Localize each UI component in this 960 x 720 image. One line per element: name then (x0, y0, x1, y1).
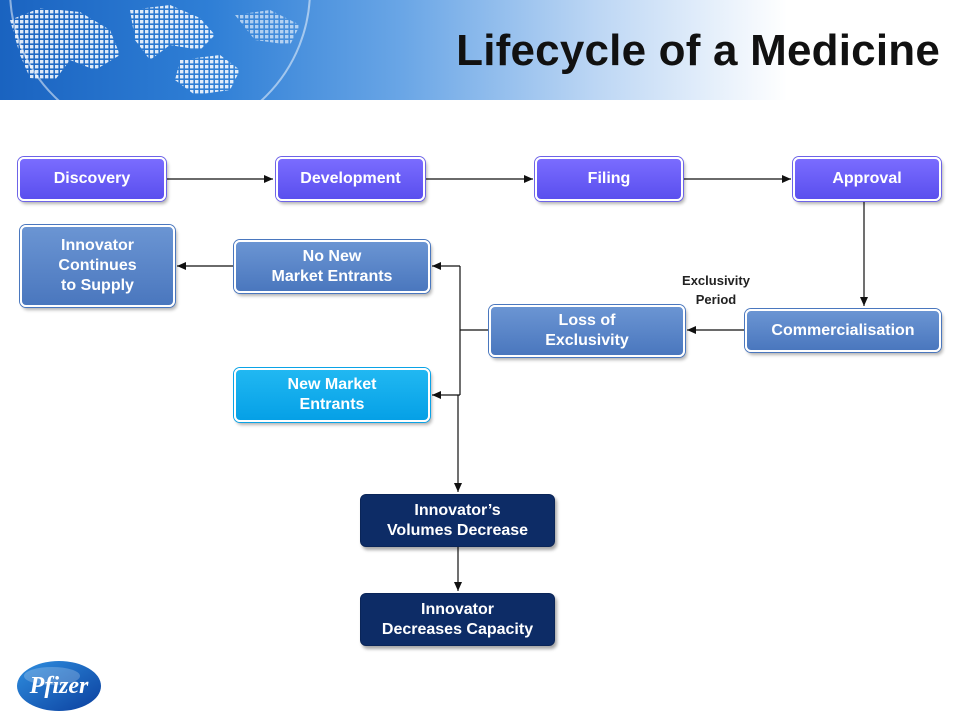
node-commercialisation: Commercialisation (745, 309, 941, 352)
node-new-market-entrants: New Market Entrants (234, 368, 430, 422)
node-volumes-decrease: Innovator’s Volumes Decrease (360, 494, 555, 547)
node-no-new-entrants: No New Market Entrants (234, 240, 430, 293)
pfizer-logo: Pfizer (16, 660, 102, 712)
stage-approval: Approval (793, 157, 941, 201)
stage-discovery: Discovery (18, 157, 166, 201)
node-innovator-continues: Innovator Continues to Supply (20, 225, 175, 307)
node-decreases-capacity: Innovator Decreases Capacity (360, 593, 555, 646)
stage-filing: Filing (535, 157, 683, 201)
exclusivity-period-label: Exclusivity Period (682, 273, 750, 307)
logo-text: Pfizer (29, 672, 89, 699)
pfizer-pill-logo-icon (17, 661, 101, 711)
node-loss-of-exclusivity: Loss of Exclusivity (489, 305, 685, 357)
globe-icon (9, 0, 311, 100)
stage-development: Development (276, 157, 425, 201)
page-title: Lifecycle of a Medicine (456, 26, 940, 75)
